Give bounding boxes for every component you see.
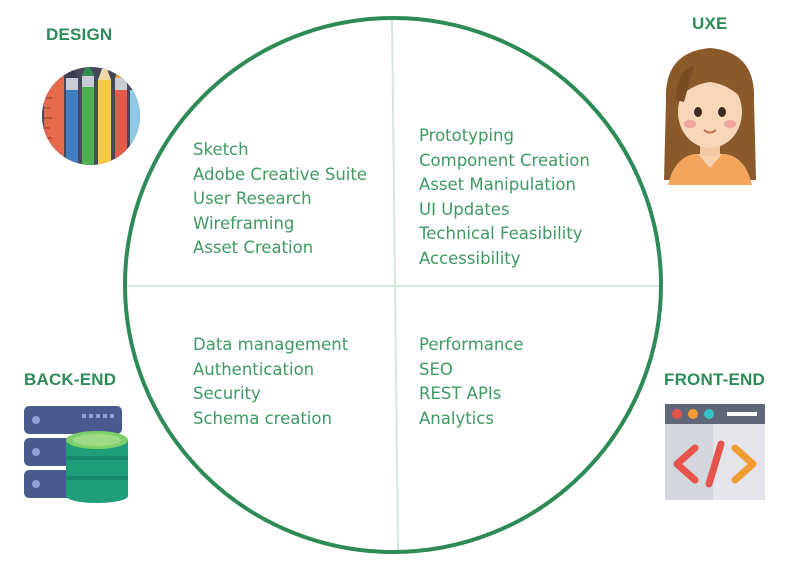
skill-item: Performance [419,335,524,354]
skill-item: Adobe Creative Suite [193,164,367,184]
skill-item: Authentication [193,359,315,379]
skill-item: Wireframing [193,213,295,233]
skill-item: Component Creation [419,150,590,170]
code-browser-icon [665,404,765,500]
skill-item: Security [193,384,261,404]
uxe-title: UXE [692,14,728,33]
circle-outline [123,16,663,554]
skill-item: Technical Feasibility [419,224,583,244]
skill-item: UI Updates [419,199,510,219]
design-skill-list: Sketch Adobe Creative Suite User Researc… [193,138,367,261]
person-avatar-icon [664,48,756,185]
skill-item: Sketch [193,140,249,159]
skill-item: Accessibility [419,248,521,268]
uxe-skill-list: Prototyping Component Creation Asset Man… [419,124,590,272]
skill-item: Schema creation [193,408,332,428]
skill-item: Asset Manipulation [419,175,576,195]
server-database-icon [24,406,128,503]
skill-item: User Research [193,189,312,209]
backend-title: BACK-END [24,370,117,389]
art-tools-icon [42,67,140,165]
skill-item: Analytics [419,408,494,428]
frontend-skill-list: Performance SEO REST APIs Analytics [419,333,524,431]
design-title: DESIGN [46,25,113,44]
skill-item: REST APIs [419,384,502,404]
skill-item: Asset Creation [193,238,314,258]
skill-item: Prototyping [419,126,514,145]
frontend-title: FRONT-END [664,370,765,389]
skill-item: SEO [419,359,453,379]
backend-skill-list: Data management Authentication Security … [193,333,348,431]
skill-item: Data management [193,335,349,354]
